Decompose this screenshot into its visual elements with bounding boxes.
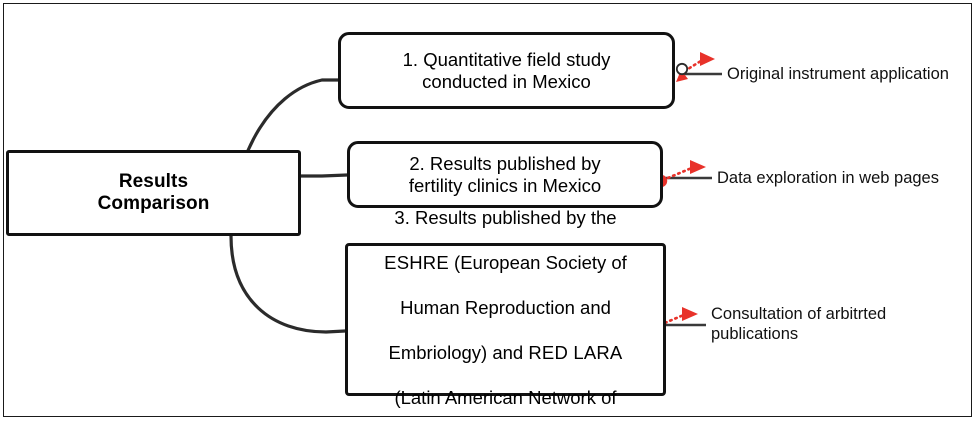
node-branch-1[interactable]: 1. Quantitative field study conducted in… bbox=[338, 32, 675, 109]
branch-3-line-3: Human Reproduction and bbox=[400, 296, 611, 318]
branch-3-acronym-eshre: ESHRE bbox=[384, 251, 449, 273]
branch-3-line-1: 3. Results published by the bbox=[394, 206, 617, 228]
branch-3-line-4-prefix: Embriology) and bbox=[388, 342, 529, 364]
branch-3-acronym-red-lara: RED LARA bbox=[528, 342, 623, 364]
node-root-label: Results Comparison bbox=[97, 170, 210, 214]
node-root[interactable]: Results Comparison bbox=[6, 150, 301, 236]
annotation-label-2: Data exploration in web pages bbox=[717, 169, 939, 187]
node-branch-1-label: 1. Quantitative field study conducted in… bbox=[402, 48, 611, 92]
branch-3-line-2-rest: (European Society of bbox=[448, 251, 627, 273]
branch-3-line-5: (Latin American Network of bbox=[394, 387, 617, 409]
annotation-label-3: Consultation of arbitrted publications bbox=[711, 305, 887, 344]
node-branch-2-label: 2. Results published by fertility clinic… bbox=[408, 152, 602, 196]
node-branch-3[interactable]: 3. Results published by the ESHRE (Europ… bbox=[345, 207, 666, 408]
node-branch-3-label: 3. Results published by the ESHRE (Europ… bbox=[384, 184, 627, 425]
node-branch-2[interactable]: 2. Results published by fertility clinic… bbox=[347, 141, 663, 208]
annotation-label-1: Original instrument application bbox=[727, 65, 949, 83]
